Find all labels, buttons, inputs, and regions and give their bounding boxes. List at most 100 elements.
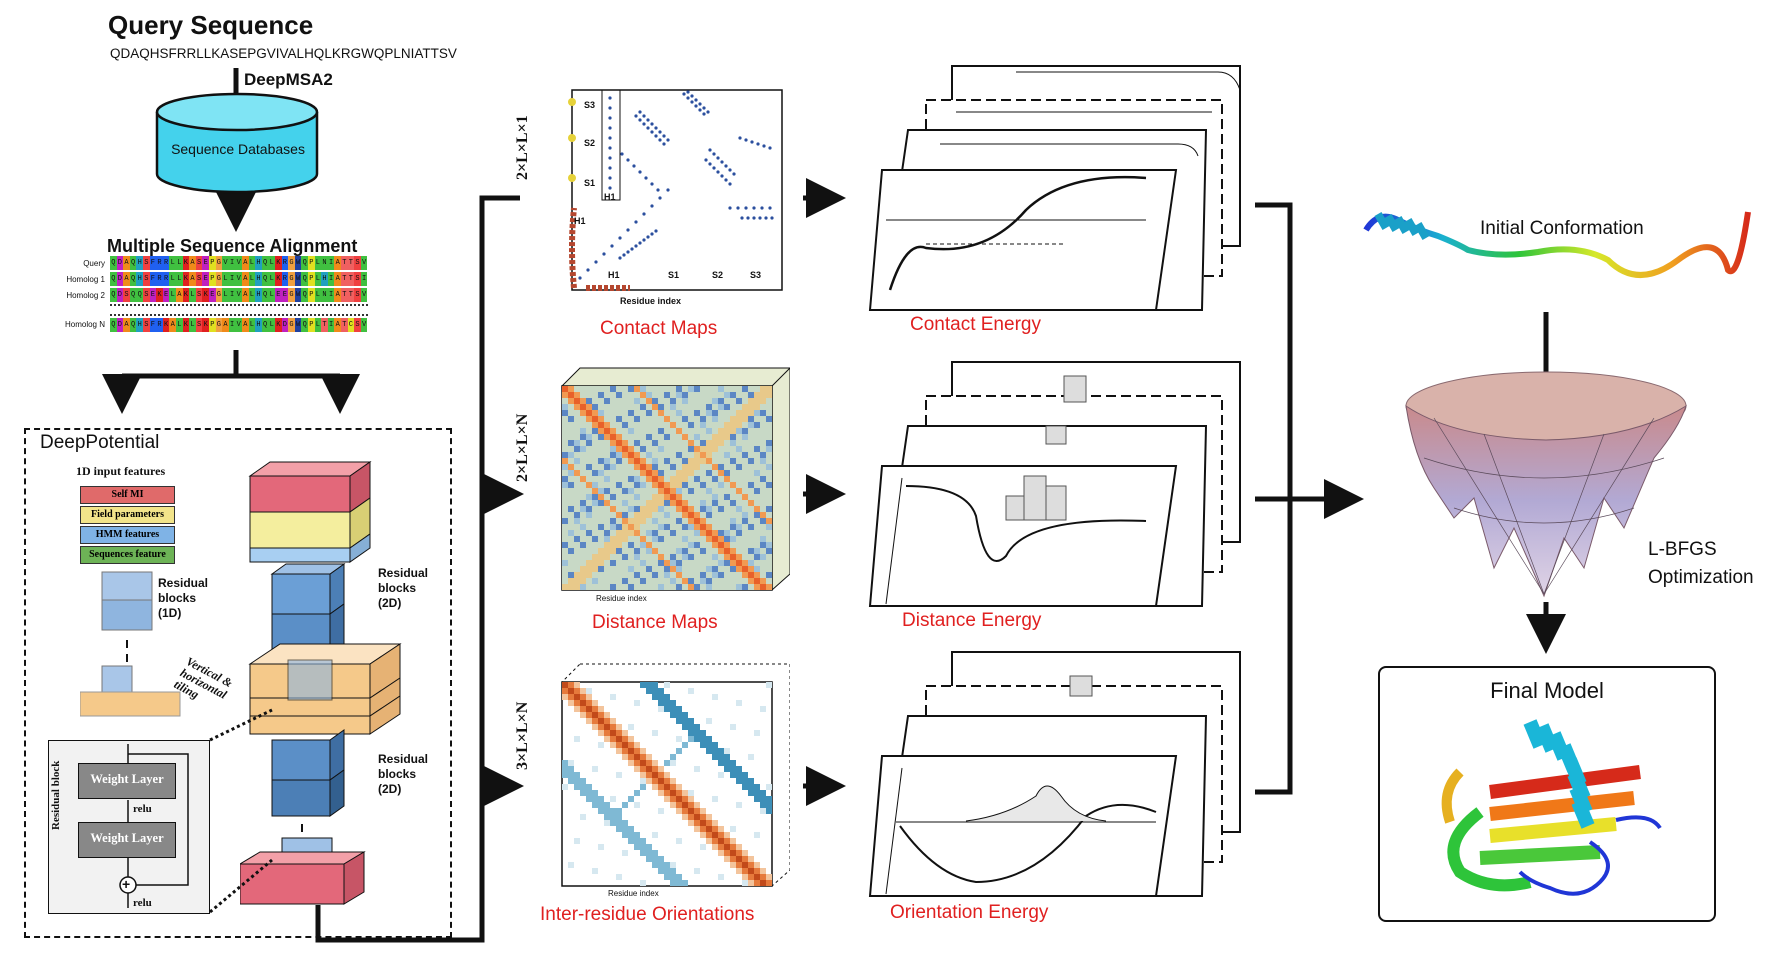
residual-blocks-1d-label: Residual blocks (1D) (158, 576, 209, 620)
msa-residue: P (308, 318, 315, 332)
msa-residue: S (195, 318, 203, 332)
msa-residue: V (235, 288, 242, 302)
msa-residue: I (228, 288, 236, 302)
msa-residue: Q (261, 272, 269, 286)
distance-map-plot (561, 367, 790, 591)
msa-residue: Q (129, 318, 137, 332)
weight-layer-2-label: Weight Layer (90, 831, 164, 845)
msa-residue: C (347, 318, 355, 332)
msa-residue: A (242, 272, 249, 286)
final-model-cartoon (1441, 719, 1662, 896)
orientations-label: Inter-residue Orientations (540, 904, 755, 925)
msa-residue: A (334, 288, 341, 302)
msa-row-label: Homolog 1 (66, 275, 105, 284)
msa-residue: Q (129, 288, 137, 302)
svg-text:H1: H1 (574, 216, 586, 226)
deepmsa2-label: DeepMSA2 (244, 70, 333, 89)
msa-residue: Q (110, 288, 117, 302)
msa-residue: L (176, 256, 183, 270)
msa-residue: P (209, 256, 216, 270)
energy-landscape-funnel (1405, 371, 1687, 598)
msa-residue: R (156, 272, 163, 286)
orient-dim-label: 3×L×L×N (514, 701, 531, 770)
msa-residue: H (321, 272, 328, 286)
msa-residue: S (143, 288, 150, 302)
msa-residue: L (169, 288, 176, 302)
msa-residue: G (288, 318, 295, 332)
msa-residue: K (162, 318, 170, 332)
msa-residue: L (314, 288, 322, 302)
feature-self-mi: Self MI (80, 486, 175, 504)
msa-row-label: Homolog N (64, 320, 105, 329)
msa-residue: A (123, 272, 130, 286)
msa-residue: P (308, 256, 315, 270)
residual-blocks-2d-graphic (240, 461, 402, 905)
msa-residue: L (189, 288, 196, 302)
msa-residue: T (341, 256, 348, 270)
msa-residue: A (123, 256, 130, 270)
msa-residue: W (294, 288, 302, 302)
msa-residue: G (288, 288, 295, 302)
msa-residue: L (169, 256, 176, 270)
msa-residue: K (202, 318, 209, 332)
msa-row-label: Query (83, 259, 105, 268)
contact-dim-label: 2×L×L×1 (514, 115, 531, 180)
msa-residue: D (281, 318, 289, 332)
orientation-energy-panels (868, 651, 1241, 897)
msa-residue: R (281, 272, 289, 286)
msa-residue: G (215, 256, 223, 270)
msa-residue: V (360, 256, 368, 270)
msa-residue: I (327, 272, 335, 286)
msa-residue: G (288, 256, 295, 270)
msa-residue: V (235, 256, 242, 270)
msa-residue: A (222, 318, 229, 332)
msa-residue: T (321, 318, 328, 332)
msa-residue: V (235, 318, 242, 332)
msa-residue: A (123, 318, 130, 332)
weight-layer-2 (78, 822, 176, 858)
msa-residue: S (354, 272, 361, 286)
msa-residue: H (255, 318, 262, 332)
msa-residue: L (268, 318, 275, 332)
contact-maps-label: Contact Maps (600, 318, 718, 339)
contact-energy-panels (868, 65, 1241, 311)
msa-residue: H (255, 288, 262, 302)
msa-residue: G (215, 318, 223, 332)
msa-residue: L (248, 318, 256, 332)
relu-label-2: relu (133, 897, 152, 909)
msa-residue: S (123, 288, 130, 302)
msa-residue: A (169, 318, 176, 332)
msa-residue: W (294, 256, 302, 270)
sequence-database-cylinder (155, 92, 319, 194)
msa-residue: S (143, 318, 150, 332)
svg-text:S1: S1 (668, 270, 679, 280)
zoom-dotted-lines (209, 708, 273, 914)
msa-residue: L (314, 318, 322, 332)
orientation-energy-label: Orientation Energy (890, 902, 1049, 923)
msa-residue: A (176, 288, 183, 302)
svg-text:S2: S2 (584, 138, 595, 148)
msa-residue: I (228, 256, 236, 270)
msa-residue: K (182, 256, 190, 270)
msa-residue: S (195, 288, 203, 302)
msa-residue: K (275, 318, 282, 332)
msa-residue: L (222, 272, 229, 286)
msa-residue: S (354, 256, 361, 270)
msa-residue: W (294, 318, 302, 332)
msa-residue: A (242, 256, 249, 270)
initial-conformation-ribbon (1363, 211, 1751, 278)
msa-residue: A (334, 272, 341, 286)
deeppotential-title: DeepPotential (40, 432, 160, 453)
msa-residue: G (288, 272, 295, 286)
msa-residue: Q (261, 288, 269, 302)
msa-residue: G (215, 272, 223, 286)
msa-residue: A (334, 318, 341, 332)
msa-residue: Q (261, 256, 269, 270)
msa-residue: T (341, 288, 348, 302)
msa-residue: V (360, 288, 368, 302)
msa-residue: E (202, 256, 209, 270)
contact-energy-label: Contact Energy (910, 314, 1041, 335)
msa-residue: Q (129, 272, 137, 286)
